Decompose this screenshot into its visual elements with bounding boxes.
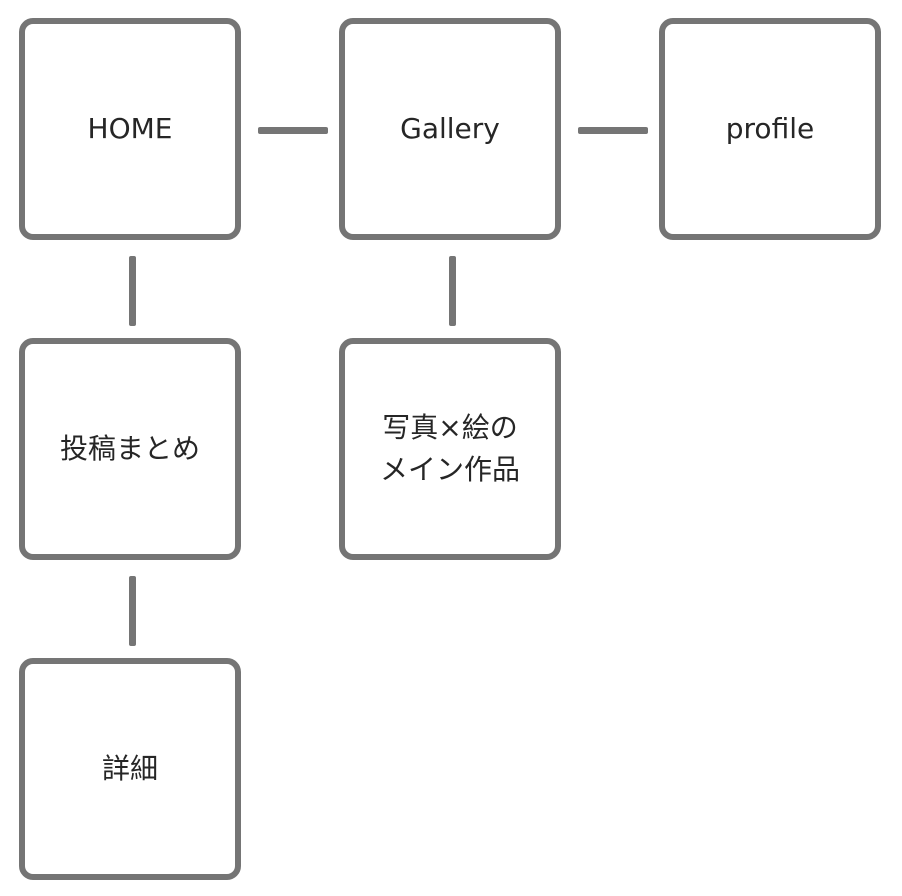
node-details-label: 詳細 xyxy=(101,752,158,785)
node-profile-label: profile xyxy=(725,112,815,145)
node-gallery-main-line1: 写真×絵の xyxy=(382,411,518,444)
connector-posts-summary-details xyxy=(129,576,136,646)
node-details[interactable]: 詳細 xyxy=(19,658,241,880)
node-posts-summary-label: 投稿まとめ xyxy=(59,432,200,465)
node-gallery-main[interactable]: 写真×絵の メイン作品 xyxy=(339,338,561,560)
node-gallery-label: Gallery xyxy=(400,112,500,145)
node-home-label: HOME xyxy=(87,112,173,145)
node-gallery-main-label: 写真×絵の メイン作品 xyxy=(380,407,520,491)
node-gallery[interactable]: Gallery xyxy=(339,18,561,240)
connector-gallery-gallery-main xyxy=(449,256,456,326)
connector-home-posts-summary xyxy=(129,256,136,326)
connector-home-gallery xyxy=(258,127,328,134)
connector-gallery-profile xyxy=(578,127,648,134)
node-profile[interactable]: profile xyxy=(659,18,881,240)
node-home[interactable]: HOME xyxy=(19,18,241,240)
node-gallery-main-line2: メイン作品 xyxy=(379,453,520,486)
node-posts-summary[interactable]: 投稿まとめ xyxy=(19,338,241,560)
